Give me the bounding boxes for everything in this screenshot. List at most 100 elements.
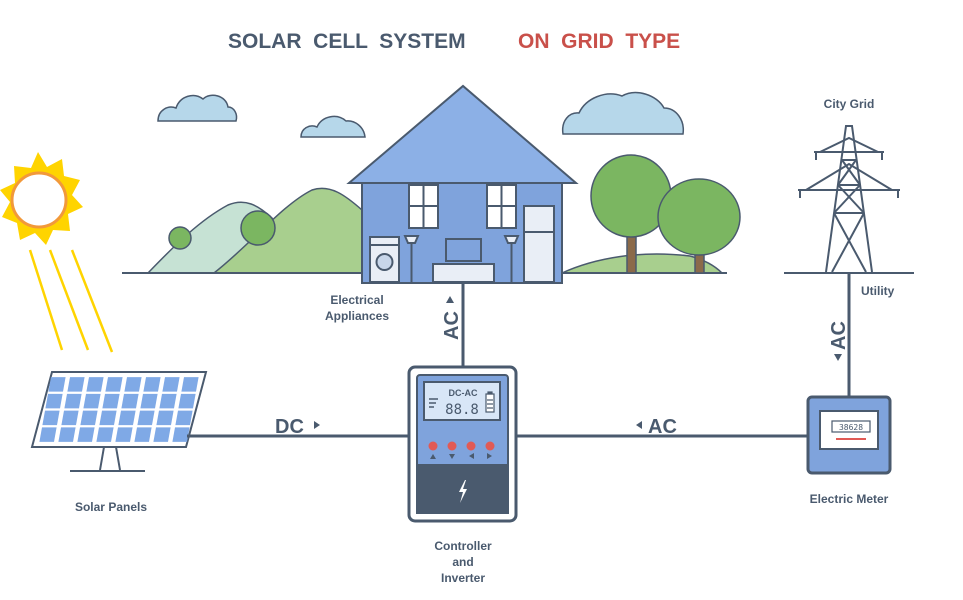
house-window-left	[408, 184, 439, 229]
bush-2	[240, 210, 276, 246]
panel-cells	[39, 377, 199, 442]
panel-cell	[77, 427, 95, 442]
clouds	[157, 91, 684, 138]
electric-meter-icon: 38628	[806, 395, 892, 475]
flow-ac-house-label: AC	[441, 311, 463, 340]
panel-cell	[105, 377, 123, 392]
panel-cell	[172, 427, 190, 442]
power-tower-icon	[784, 125, 914, 274]
panel-cell	[118, 410, 136, 426]
panel-cell	[162, 377, 180, 392]
panel-cell	[115, 427, 133, 442]
tree-crown-2	[657, 178, 741, 256]
lightning-bolt-icon	[459, 480, 467, 503]
panel-cell	[61, 410, 79, 426]
washing-machine	[369, 236, 400, 283]
title-part1: SOLAR CELL SYSTEM	[228, 30, 466, 53]
panel-cell	[45, 393, 63, 409]
diagram-title: SOLAR CELL SYSTEM ON GRID TYPE	[228, 30, 680, 53]
panel-cell	[42, 410, 60, 426]
solar-panel-icon	[30, 371, 208, 472]
panel-post-left	[99, 446, 105, 471]
panel-cell	[153, 427, 171, 442]
panel-cell	[175, 410, 193, 426]
city-grid-label: City Grid	[824, 97, 875, 111]
meter-digits-box	[831, 420, 871, 433]
component-labels: Solar Panels Electrical Appliances Contr…	[75, 97, 895, 585]
lamp-right	[503, 235, 520, 282]
sun-beams	[28, 249, 114, 353]
house-roof	[346, 84, 579, 184]
arrow-up-icon	[430, 454, 436, 459]
hill-green	[211, 187, 363, 274]
flow-labels: DC AC AC AC	[275, 296, 850, 438]
panel-cell	[156, 410, 174, 426]
appliances-label-line2: Appliances	[325, 309, 389, 323]
panel-cell	[83, 393, 101, 409]
panel-cell	[134, 427, 152, 442]
utility-label: Utility	[861, 284, 895, 298]
controller-label-line3: Inverter	[441, 571, 485, 585]
inverter-signal-icon	[429, 398, 438, 408]
panel-post-right	[115, 446, 121, 471]
sun-icon	[0, 152, 114, 353]
arrow-right-icon	[487, 453, 492, 459]
panel-cell	[80, 410, 98, 426]
panel-cell	[67, 377, 85, 392]
television	[432, 238, 495, 283]
house	[346, 84, 579, 284]
inverter-icon: DC-AC 88.8	[407, 365, 518, 523]
title-part2: ON GRID TYPE	[518, 30, 680, 53]
arrow-down-icon	[834, 354, 842, 361]
panel-cell	[159, 393, 177, 409]
flow-ac-grid-label: AC	[828, 321, 850, 350]
panel-cell	[86, 377, 104, 392]
panel-cell	[58, 427, 76, 442]
inverter-battery-icon	[485, 391, 495, 413]
panel-cell	[178, 393, 196, 409]
bush-1	[168, 226, 192, 250]
panel-cell	[96, 427, 114, 442]
inverter-buttons	[428, 441, 495, 459]
arrow-up-icon	[446, 296, 454, 303]
arrow-left-icon	[469, 453, 474, 459]
panel-cell	[181, 377, 199, 392]
arrow-down-icon	[449, 454, 455, 459]
arrow-left-icon	[636, 421, 642, 429]
inverter-mode-text: DC-AC	[449, 388, 478, 398]
cloud-left	[157, 94, 238, 122]
controller-label-line1: Controller	[434, 539, 492, 553]
hill-right	[561, 253, 724, 274]
arrow-right-icon	[314, 421, 320, 429]
inverter-button-1	[428, 441, 438, 451]
panel-cell	[99, 410, 117, 426]
cloud-right	[561, 91, 684, 135]
inverter-button-2	[447, 441, 457, 451]
cloud-middle	[300, 115, 366, 138]
meter-reading-text: 38628	[839, 423, 863, 432]
panel-cell	[121, 393, 139, 409]
trees	[590, 154, 741, 274]
wires	[187, 273, 851, 438]
refrigerator	[523, 205, 555, 283]
house-window-right	[486, 184, 517, 229]
panel-cell	[124, 377, 142, 392]
panel-cell	[102, 393, 120, 409]
panel-cell	[140, 393, 158, 409]
appliances-label-line1: Electrical	[330, 293, 383, 307]
panel-cell	[64, 393, 82, 409]
flow-ac-meter-label: AC	[648, 416, 677, 438]
panel-cell	[143, 377, 161, 392]
panel-cell	[137, 410, 155, 426]
panel-cell	[39, 427, 57, 442]
sun-core	[10, 171, 68, 229]
hills	[146, 187, 724, 274]
inverter-reading-text: 88.8	[445, 402, 479, 418]
inverter-button-3	[466, 441, 476, 451]
electric-meter-label: Electric Meter	[810, 492, 889, 506]
panel-cell	[48, 377, 66, 392]
solar-panels-label: Solar Panels	[75, 500, 147, 514]
lamp-left	[403, 235, 420, 282]
